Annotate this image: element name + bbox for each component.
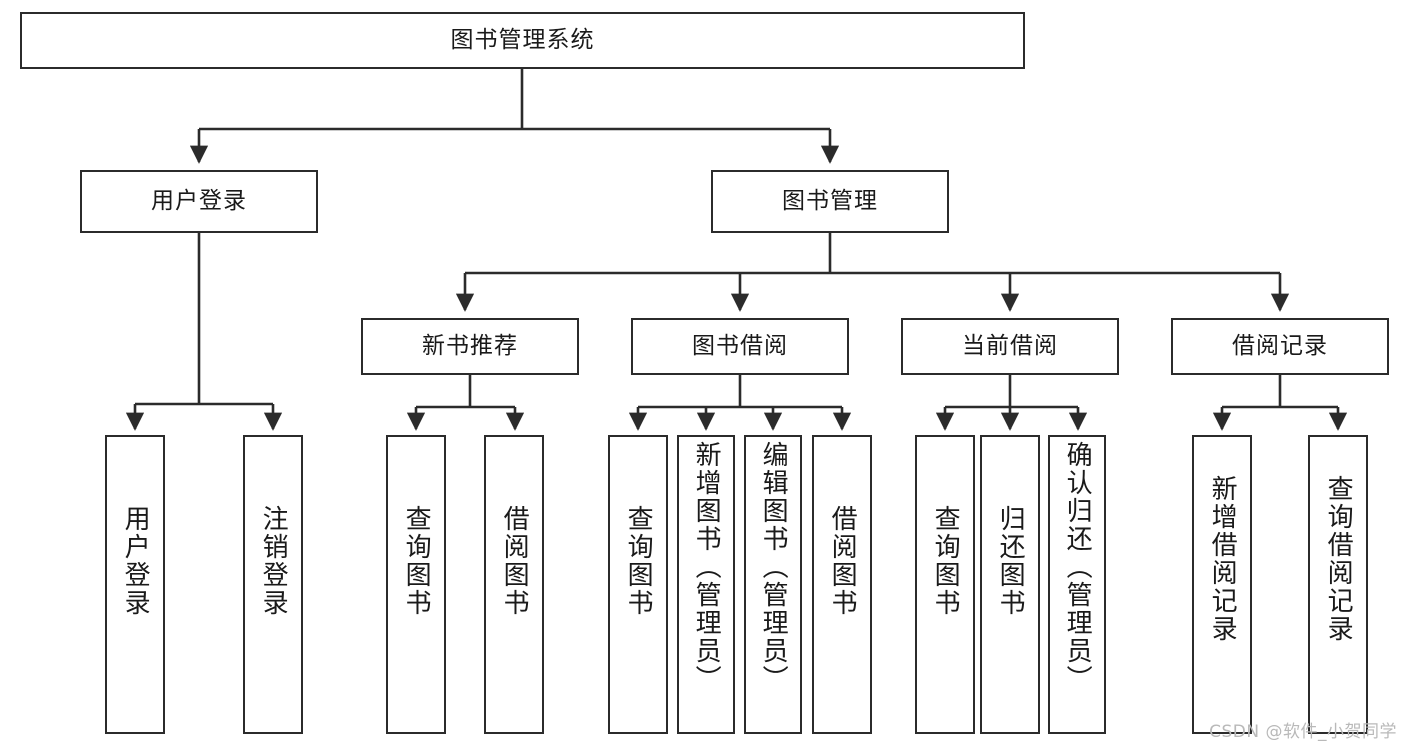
leaf-query-book-3[interactable]: 查询图书	[915, 435, 975, 734]
node-root-label: 图书管理系统	[450, 26, 595, 53]
node-current-borrow[interactable]: 当前借阅	[901, 318, 1119, 375]
leaf-borrow-book-2[interactable]: 借阅图书	[812, 435, 872, 734]
node-borrow-record[interactable]: 借阅记录	[1171, 318, 1389, 375]
node-book-manage-label: 图书管理	[782, 187, 878, 214]
node-book-borrow-label: 图书借阅	[692, 332, 788, 359]
leaf-return-book-label: 归还图书	[995, 505, 1026, 617]
leaf-confirm-return[interactable]: 确认归还（管理员）	[1048, 435, 1106, 734]
node-book-borrow[interactable]: 图书借阅	[631, 318, 849, 375]
csdn-watermark: CSDN @软件_小贺同学	[1209, 722, 1397, 742]
leaf-edit-book[interactable]: 编辑图书（管理员）	[744, 435, 802, 734]
leaf-user-logout[interactable]: 注销登录	[243, 435, 303, 734]
node-new-book-recommend-label: 新书推荐	[422, 332, 518, 359]
leaf-borrow-book-1[interactable]: 借阅图书	[484, 435, 544, 734]
leaf-query-record[interactable]: 查询借阅记录	[1308, 435, 1368, 734]
leaf-add-book-label: 新增图书（管理员）	[691, 441, 722, 693]
leaf-confirm-return-label: 确认归还（管理员）	[1062, 441, 1093, 693]
leaf-return-book[interactable]: 归还图书	[980, 435, 1040, 734]
node-new-book-recommend[interactable]: 新书推荐	[361, 318, 579, 375]
leaf-edit-book-label: 编辑图书（管理员）	[758, 441, 789, 693]
leaf-query-record-label: 查询借阅记录	[1323, 475, 1354, 643]
leaf-query-book-2-label: 查询图书	[623, 505, 654, 617]
node-root[interactable]: 图书管理系统	[20, 12, 1025, 69]
leaf-query-book-3-label: 查询图书	[930, 505, 961, 617]
node-book-manage[interactable]: 图书管理	[711, 170, 949, 233]
leaf-user-logout-label: 注销登录	[258, 505, 289, 617]
leaf-user-login[interactable]: 用户登录	[105, 435, 165, 734]
leaf-borrow-book-2-label: 借阅图书	[827, 505, 858, 617]
leaf-query-book-1[interactable]: 查询图书	[386, 435, 446, 734]
leaf-query-book-1-label: 查询图书	[401, 505, 432, 617]
node-user-login[interactable]: 用户登录	[80, 170, 318, 233]
leaf-add-book[interactable]: 新增图书（管理员）	[677, 435, 735, 734]
leaf-query-book-2[interactable]: 查询图书	[608, 435, 668, 734]
leaf-user-login-label: 用户登录	[120, 505, 151, 617]
leaf-add-record[interactable]: 新增借阅记录	[1192, 435, 1252, 734]
node-borrow-record-label: 借阅记录	[1232, 332, 1328, 359]
node-current-borrow-label: 当前借阅	[962, 332, 1058, 359]
node-user-login-label: 用户登录	[151, 187, 247, 214]
leaf-borrow-book-1-label: 借阅图书	[499, 505, 530, 617]
leaf-add-record-label: 新增借阅记录	[1207, 475, 1238, 643]
